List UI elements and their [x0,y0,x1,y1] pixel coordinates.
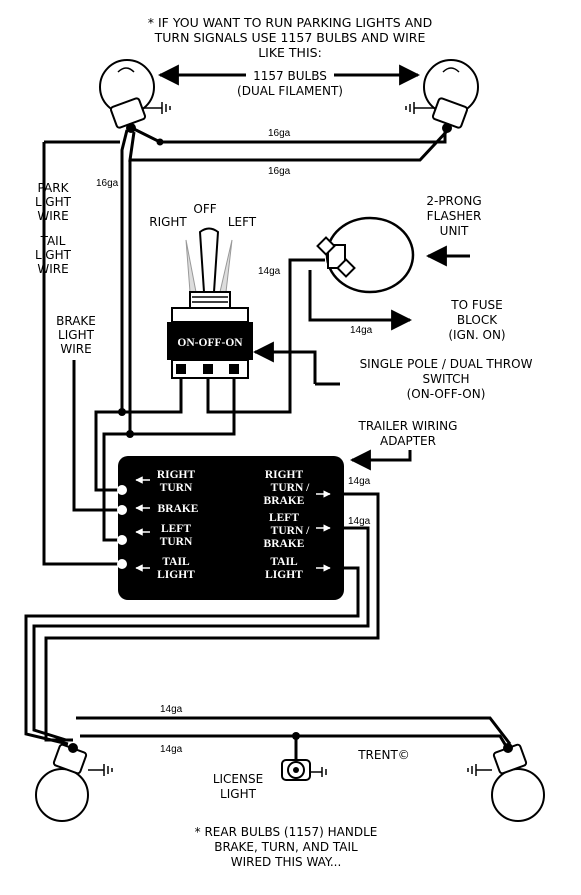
front-right-bulb-icon [405,59,479,133]
header-note-line-3: LIKE THIS: [258,45,322,60]
park-label-3: WIRE [37,209,68,223]
switch-label-3: (ON-OFF-ON) [407,387,486,401]
switch-right-label: RIGHT [149,215,187,229]
adapter-tail-light-r-1: TAIL [270,556,298,568]
credit-text: TRENT© [357,748,410,762]
adapter-tail-light-r-2: LIGHT [265,569,303,581]
adapter-right-turn-1: RIGHT [157,469,196,481]
gauge-label-8: 14ga [160,704,183,715]
left-wire-labels: PARK LIGHT WIRE TAIL LIGHT WIRE BRAKE LI… [35,181,96,356]
license-label-1: LICENSE [213,772,263,786]
adapter-right-turn-brake-2: TURN / [271,482,310,494]
park-label-1: PARK [38,181,70,195]
flasher-label-3: UNIT [440,224,469,238]
header-note-line-1: * IF YOU WANT TO RUN PARKING LIGHTS AND [148,15,432,30]
flasher-label-1: 2-PRONG [426,194,481,208]
tail-label-1: TAIL [40,234,66,248]
adapter-left-turn-brake-2: TURN / [271,525,310,537]
adapter-right-turn-2: TURN [160,482,193,494]
trailer-label-2: ADAPTER [380,434,436,448]
license-label-2: LIGHT [220,787,257,801]
fuse-label-1: TO FUSE [450,298,502,312]
brake-label-2: LIGHT [58,328,95,342]
adapter-left-turn-brake-1: LEFT [269,512,299,524]
adapter-left-turn-1: LEFT [161,523,191,535]
bulbs-label-line-1: 1157 BULBS [253,69,327,83]
adapter-left-turn-2: TURN [160,536,193,548]
gauge-label-4: 14ga [258,266,281,277]
fuse-label-2: BLOCK [457,313,498,327]
switch-left-label: LEFT [228,215,257,229]
bulbs-label-line-2: (DUAL FILAMENT) [237,84,343,98]
flasher-to-fuse-wire [308,270,413,331]
brake-label-1: BRAKE [56,314,96,328]
adapter-left-turn-brake-3: BRAKE [264,538,305,550]
header-note-line-2: TURN SIGNALS USE 1157 BULBS AND WIRE [154,30,426,45]
gauge-label-3: 16ga [96,178,119,189]
footer-note-line-3: WIRED THIS WAY... [231,855,342,869]
tail-label-2: LIGHT [35,248,72,262]
flasher-label-2: FLASHER [427,209,482,223]
switch-off-label: OFF [193,202,216,216]
gauge-label-1: 16ga [268,128,291,139]
switch-label-1: SINGLE POLE / DUAL THROW [360,357,533,371]
adapter-tail-light-2: LIGHT [157,569,195,581]
footer-note: * REAR BULBS (1157) HANDLE BRAKE, TURN, … [195,825,378,869]
switch-label-2: SWITCH [422,372,469,386]
switch-wiring [94,258,325,542]
adapter-tail-light-1: TAIL [162,556,190,568]
park-label-2: LIGHT [35,195,72,209]
license-light-bulb-icon [281,759,327,781]
front-wiring [42,126,450,566]
adapter-right-turn-brake-1: RIGHT [265,469,304,481]
flasher-unit-icon [316,216,415,294]
gauge-label-2: 16ga [268,166,291,177]
gauge-label-7: 14ga [348,516,371,527]
front-left-bulb-icon [99,59,171,133]
adapter-brake: BRAKE [158,503,199,515]
adapter-right-turn-brake-3: BRAKE [264,495,305,507]
fuse-label-3: (IGN. ON) [448,328,505,342]
header-note: * IF YOU WANT TO RUN PARKING LIGHTS AND … [148,15,432,60]
tail-label-3: WIRE [37,262,68,276]
gauge-label-6: 14ga [348,476,371,487]
rear-left-bulb-icon [35,743,113,822]
switch-plate-label: ON-OFF-ON [177,337,243,349]
trailer-label-1: TRAILER WIRING [358,419,458,433]
trailer-adapter: RIGHT TURN BRAKE LEFT TURN TAIL LIGHT RI… [117,456,344,600]
toggle-switch: ON-OFF-ON [167,227,253,379]
brake-label-3: WIRE [60,342,91,356]
footer-note-line-1: * REAR BULBS (1157) HANDLE [195,825,378,839]
footer-note-line-2: BRAKE, TURN, AND TAIL [214,840,358,854]
rear-wiring [24,492,512,760]
gauge-label-5: 14ga [350,325,373,336]
gauge-label-9: 14ga [160,744,183,755]
rear-right-bulb-icon [467,743,545,822]
